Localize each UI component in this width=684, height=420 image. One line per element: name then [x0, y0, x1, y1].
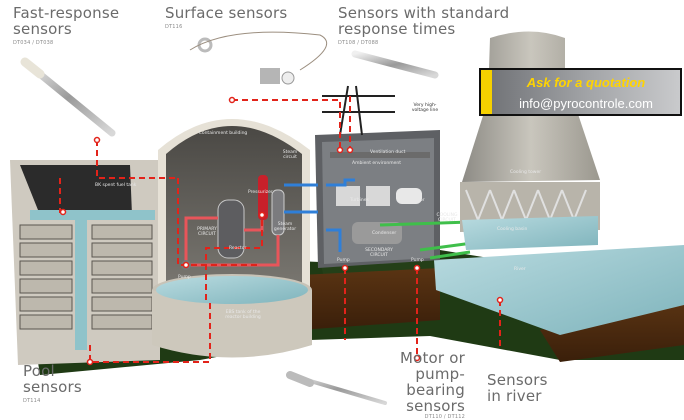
heading-line: sensors	[406, 397, 465, 415]
product-code: DT110 / DT112	[424, 414, 465, 420]
quote-email-link[interactable]: info@pyrocontrole.com	[519, 96, 653, 111]
heading-standard-response: Sensors with standard response times DT1…	[338, 5, 509, 46]
steam-pipes	[284, 178, 355, 252]
label-river: River	[514, 267, 526, 272]
label-cooling-basin: Cooling basin	[497, 227, 528, 232]
label-cooling-circuit: COOLING CIRCUIT	[436, 213, 458, 223]
label-condenser: Condenser	[372, 231, 397, 236]
heading-line: Fast-response	[13, 4, 120, 22]
heading-line: pump-bearing	[406, 365, 465, 399]
heading-line: response times	[338, 20, 456, 38]
product-code: DT034 / DT038	[13, 40, 54, 46]
heading-line: Motor or	[399, 349, 465, 367]
river-water	[434, 245, 684, 335]
sensor-leader-lines	[59, 96, 501, 363]
label-pressurizer: Pressurizer	[248, 190, 273, 195]
spent-fuel-building	[10, 160, 160, 365]
heading-river: Sensors in river	[487, 372, 548, 404]
label-containment: Containment building	[198, 131, 248, 136]
heading-motor-pump: Motor or pump-bearing sensors DT110 / DT…	[360, 350, 465, 420]
label-spent-fuel: BK spent fuel tank	[95, 183, 137, 188]
label-alternator: Alternator	[402, 198, 425, 203]
turbine-hall	[315, 130, 440, 268]
quote-title[interactable]: Ask for a quotation	[526, 75, 646, 90]
heading-fast-response: Fast-response sensors DT034 / DT038	[13, 5, 119, 46]
heading-line: sensors	[23, 378, 82, 396]
heading-line: Pool	[23, 362, 55, 380]
product-code: DT108 / DT088	[338, 40, 379, 46]
heading-line: Sensors with standard	[338, 4, 510, 22]
label-secondary-circuit: SECONDARY CIRCUIT	[365, 248, 393, 258]
product-code: DT116	[165, 24, 183, 30]
label-reactor: Reactor	[229, 246, 247, 251]
heading-line: in river	[487, 387, 542, 405]
surface-sensor-image	[189, 31, 328, 85]
standard-response-sensor-image	[351, 50, 439, 79]
containment-building	[152, 119, 312, 358]
product-code: DT114	[23, 398, 41, 404]
fast-response-sensor-image	[20, 57, 116, 137]
quote-accent-bar	[481, 70, 492, 114]
label-cooling-tower: Cooling tower	[510, 170, 542, 175]
heading-pool: Pool sensors DT114	[23, 363, 82, 404]
sensor-points	[59, 96, 504, 366]
heading-surface: Surface sensors DT116	[165, 5, 287, 30]
label-ebs-tank: EBS tank of the reactor building	[225, 310, 261, 320]
pump-bearing-sensor-image	[286, 371, 387, 405]
label-steam-generator: Steam generator	[273, 222, 297, 232]
label-primary-circuit: PRIMARY CIRCUIT	[197, 227, 217, 237]
heading-line: sensors	[13, 20, 72, 38]
label-pump-secondary-2: Pump	[411, 258, 424, 263]
label-pump-primary: Pump	[178, 275, 191, 280]
heading-line: Sensors	[487, 371, 548, 389]
cooling-tower	[460, 31, 600, 250]
heading-line: Surface sensors	[165, 4, 288, 22]
label-ventilation: Ventilation duct	[370, 150, 406, 155]
label-hv-line: Very high-voltage line	[411, 103, 439, 113]
label-ambient: Ambient environment	[352, 161, 402, 166]
label-turbines: Turbines	[350, 198, 369, 203]
quotation-banner[interactable]: Ask for a quotation info@pyrocontrole.co…	[479, 68, 682, 116]
label-steam-circuit: Steam circuit	[282, 150, 298, 160]
high-voltage-pylon	[322, 85, 395, 136]
label-pump-secondary-1: Pump	[337, 258, 350, 263]
